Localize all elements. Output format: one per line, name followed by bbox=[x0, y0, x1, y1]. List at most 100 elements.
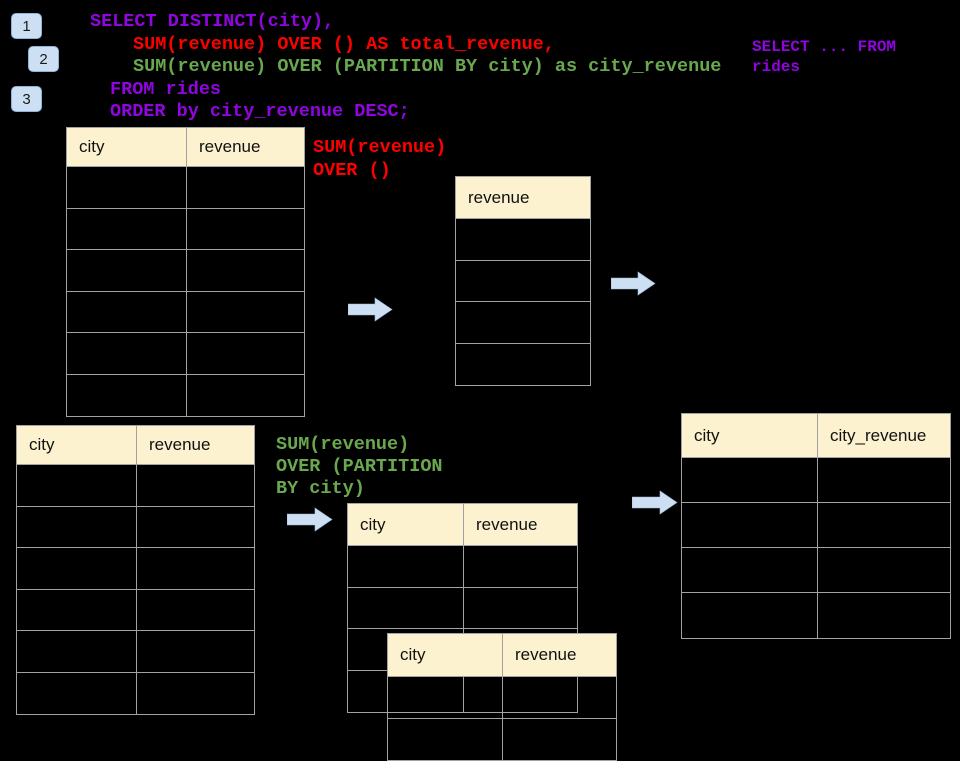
table-row bbox=[348, 587, 577, 629]
column-header-revenue: revenue bbox=[468, 187, 530, 207]
table-partition-overlay: city revenue bbox=[387, 633, 617, 761]
table-row bbox=[17, 631, 254, 673]
column-header-revenue: revenue bbox=[476, 514, 538, 534]
sql-line-order-by: ORDER by city_revenue DESC; bbox=[110, 101, 410, 122]
side-note-line-2: rides bbox=[752, 58, 801, 76]
column-header-revenue: revenue bbox=[149, 435, 211, 454]
step-badge-1: 1 bbox=[11, 13, 42, 39]
table-row bbox=[456, 302, 590, 344]
step-badge-3: 3 bbox=[11, 86, 42, 112]
table-total-revenue-result: revenue bbox=[455, 176, 591, 386]
table-cell bbox=[17, 631, 137, 672]
table-header-row: city revenue bbox=[17, 426, 254, 465]
column-header-revenue: revenue bbox=[199, 137, 261, 156]
table-cell bbox=[456, 302, 590, 343]
table-header-row: city revenue bbox=[388, 634, 616, 677]
table-row bbox=[67, 291, 304, 333]
table-cell bbox=[682, 458, 818, 502]
table-source-top: city revenue bbox=[66, 127, 305, 417]
table-row bbox=[17, 589, 254, 631]
table-cell bbox=[137, 465, 254, 506]
table-cell bbox=[67, 374, 187, 416]
sql-line-total-revenue: SUM(revenue) OVER () AS total_revenue, bbox=[133, 34, 555, 55]
table-row bbox=[17, 548, 254, 590]
table-header-row: city revenue bbox=[67, 128, 304, 167]
table-row bbox=[456, 219, 590, 261]
table-cell bbox=[348, 587, 464, 628]
side-note-line-1: SELECT ... FROM bbox=[752, 38, 897, 56]
table-cell bbox=[388, 718, 503, 760]
table-row bbox=[67, 208, 304, 250]
table-cell bbox=[17, 506, 137, 547]
table-cell bbox=[456, 261, 590, 302]
column-header-city: city bbox=[388, 634, 503, 676]
table-cell bbox=[137, 548, 254, 589]
table-row bbox=[17, 672, 254, 715]
table-header-row: revenue bbox=[456, 177, 590, 219]
table-cell bbox=[67, 167, 187, 208]
step-badge-2-label: 2 bbox=[39, 50, 48, 68]
table-cell bbox=[456, 344, 590, 386]
total-revenue-label-line-2: OVER () bbox=[313, 160, 391, 181]
table-cell bbox=[17, 548, 137, 589]
table-row bbox=[456, 261, 590, 302]
table-row bbox=[348, 546, 577, 588]
table-cell bbox=[137, 590, 254, 631]
table-cell bbox=[17, 589, 137, 630]
sql-line-from: FROM rides bbox=[110, 79, 222, 100]
table-cell bbox=[682, 503, 818, 547]
arrow-right-icon bbox=[632, 490, 678, 515]
table-cell bbox=[67, 333, 187, 374]
table-row bbox=[388, 677, 616, 719]
table-cell bbox=[464, 546, 577, 587]
column-header-city: city bbox=[682, 414, 818, 457]
slide-canvas: { "colors": { "bg": "#000000", "header-f… bbox=[11, 11, 951, 761]
arrow-right-icon bbox=[611, 271, 656, 296]
table-cell bbox=[137, 673, 254, 715]
table-row bbox=[67, 167, 304, 209]
table-row bbox=[682, 503, 950, 548]
table-cell bbox=[464, 588, 577, 629]
table-row bbox=[682, 593, 950, 638]
sql-line-select: SELECT DISTINCT(city), bbox=[90, 11, 335, 32]
arrow-right-icon bbox=[287, 507, 333, 532]
partition-label-line-1: SUM(revenue) bbox=[276, 434, 410, 455]
table-cell bbox=[388, 677, 503, 718]
table-cell bbox=[187, 209, 304, 250]
table-cell bbox=[187, 167, 304, 208]
column-header-city-revenue: city_revenue bbox=[830, 425, 927, 445]
arrow-right-icon bbox=[348, 297, 393, 322]
table-cell bbox=[503, 677, 616, 718]
table-cell bbox=[456, 219, 590, 260]
table-cell bbox=[818, 548, 950, 592]
table-row bbox=[682, 548, 950, 593]
table-row bbox=[682, 458, 950, 503]
total-revenue-label-line-1: SUM(revenue) bbox=[313, 137, 447, 158]
table-cell bbox=[818, 503, 950, 547]
table-source-bottom: city revenue bbox=[16, 425, 255, 715]
table-cell bbox=[17, 672, 137, 714]
table-cell bbox=[187, 292, 304, 333]
table-cell bbox=[67, 208, 187, 249]
step-badge-3-label: 3 bbox=[22, 90, 31, 108]
table-cell bbox=[503, 719, 616, 761]
table-row bbox=[67, 333, 304, 375]
table-cell bbox=[137, 507, 254, 548]
column-header-city: city bbox=[67, 128, 187, 166]
table-cell bbox=[348, 546, 464, 587]
table-cell bbox=[17, 465, 137, 506]
table-row bbox=[17, 465, 254, 507]
table-row bbox=[348, 670, 577, 712]
table-cell bbox=[187, 333, 304, 374]
step-badge-1-label: 1 bbox=[22, 17, 31, 35]
table-cell bbox=[137, 631, 254, 672]
table-cell bbox=[818, 458, 950, 502]
column-header-city: city bbox=[17, 426, 137, 464]
column-header-city: city bbox=[348, 504, 464, 545]
table-cell bbox=[67, 250, 187, 291]
table-row bbox=[17, 506, 254, 548]
table-header-row: city revenue bbox=[348, 504, 577, 546]
table-row bbox=[67, 250, 304, 292]
table-cell bbox=[67, 291, 187, 332]
table-final-result: city city_revenue bbox=[681, 413, 951, 639]
